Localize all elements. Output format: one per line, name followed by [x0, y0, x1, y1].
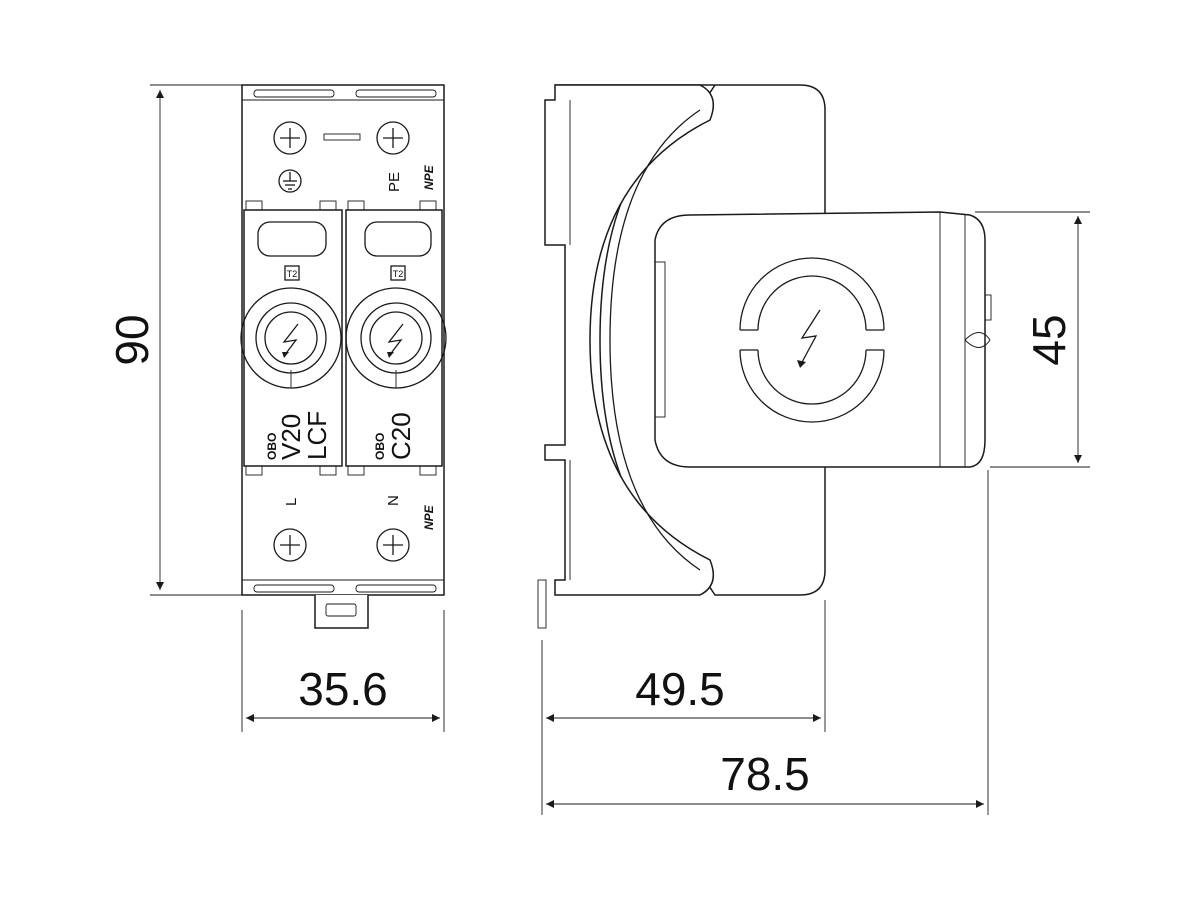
dim-height-label: 90 [106, 314, 158, 365]
npe-mark-top: NPE [422, 164, 436, 190]
dim-width-label: 35.6 [298, 663, 388, 715]
bottom-left-screw-icon [273, 528, 307, 562]
top-slot-right [355, 89, 437, 98]
l-label: L [283, 498, 300, 506]
t2-mark-left-icon: T2 [284, 265, 300, 281]
lightning-symbol-side-icon [739, 257, 885, 423]
right-module-brand: OBO [373, 433, 387, 460]
front-view: PE NPE T2 T2 [240, 84, 447, 629]
rail-clip [544, 84, 715, 596]
dim-depth-total-label: 78.5 [720, 748, 810, 800]
din-clip [314, 595, 369, 629]
plugin-module [654, 211, 986, 468]
bottom-right-screw-icon [376, 528, 410, 562]
lightning-symbol-right-icon [345, 287, 447, 389]
side-view [537, 84, 992, 629]
module-right [345, 209, 443, 467]
top-right-screw-icon [376, 121, 410, 155]
n-label: N [385, 495, 402, 506]
lightning-symbol-left-icon [240, 287, 342, 389]
pe-bridge [323, 133, 361, 141]
dim-module-height-label: 45 [1023, 314, 1075, 365]
npe-mark-bottom: NPE [422, 504, 436, 530]
t2-mark-right-icon: T2 [390, 265, 406, 281]
top-left-screw-icon [273, 121, 307, 155]
dim-depth-front-label: 49.5 [635, 663, 725, 715]
top-slot-left [253, 89, 335, 98]
left-module-line2: LCF [302, 411, 332, 460]
svg-text:T2: T2 [287, 269, 298, 279]
right-module-line1: C20 [386, 412, 416, 460]
left-module-brand: OBO [265, 433, 279, 460]
dimension-lines [150, 84, 1090, 815]
pe-label: PE [386, 172, 403, 192]
svg-text:T2: T2 [393, 269, 404, 279]
left-module-line1: V20 [276, 414, 306, 460]
status-window-right [364, 221, 432, 257]
bottom-slot-left [253, 584, 335, 593]
bottom-slot-right [355, 584, 437, 593]
ground-symbol-icon [278, 169, 302, 193]
status-window-left [257, 221, 327, 257]
